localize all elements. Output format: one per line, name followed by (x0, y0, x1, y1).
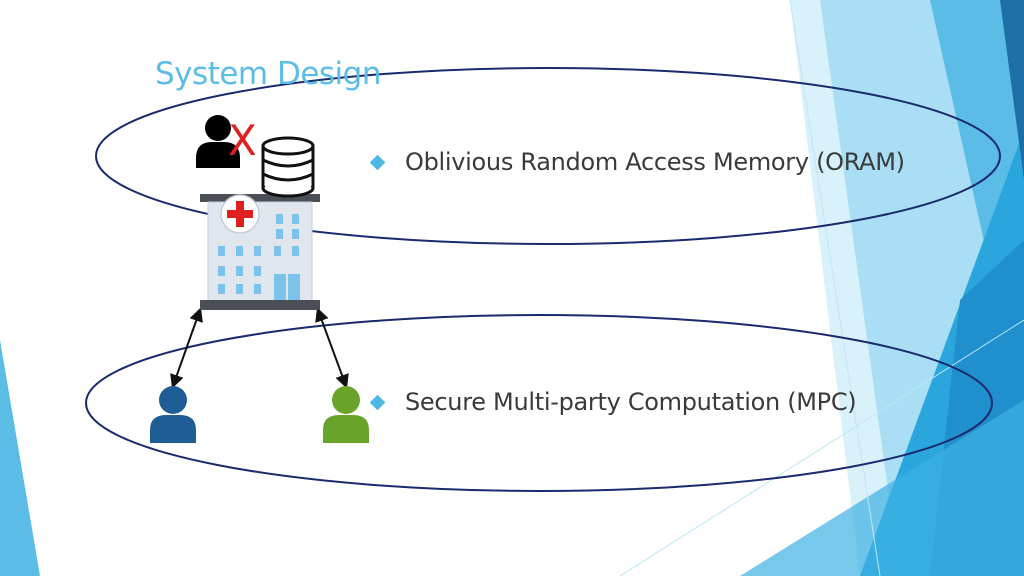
user-blue-icon (150, 386, 196, 443)
bullet-diamond-icon (369, 394, 386, 410)
slide-title: System Design (155, 56, 382, 92)
mpc-ellipse (85, 314, 993, 492)
bullet-diamond-icon (369, 154, 386, 170)
bullet-text-mpc: Secure Multi-party Computation (MPC) (405, 388, 857, 416)
user-icon (196, 115, 240, 168)
arrow-hospital-blue-user (170, 307, 203, 389)
bullet-text-oram: Oblivious Random Access Memory (ORAM) (405, 148, 905, 176)
bullet-item-mpc: Secure Multi-party Computation (MPC) (369, 388, 857, 416)
database-icon (261, 136, 315, 198)
hospital-icon (200, 194, 320, 310)
user-green-icon (323, 386, 369, 443)
oram-ellipse (95, 67, 1001, 245)
bullet-item-oram: Oblivious Random Access Memory (ORAM) (369, 148, 905, 176)
deny-x-icon: X (228, 116, 257, 165)
arrow-hospital-green-user (315, 307, 349, 389)
